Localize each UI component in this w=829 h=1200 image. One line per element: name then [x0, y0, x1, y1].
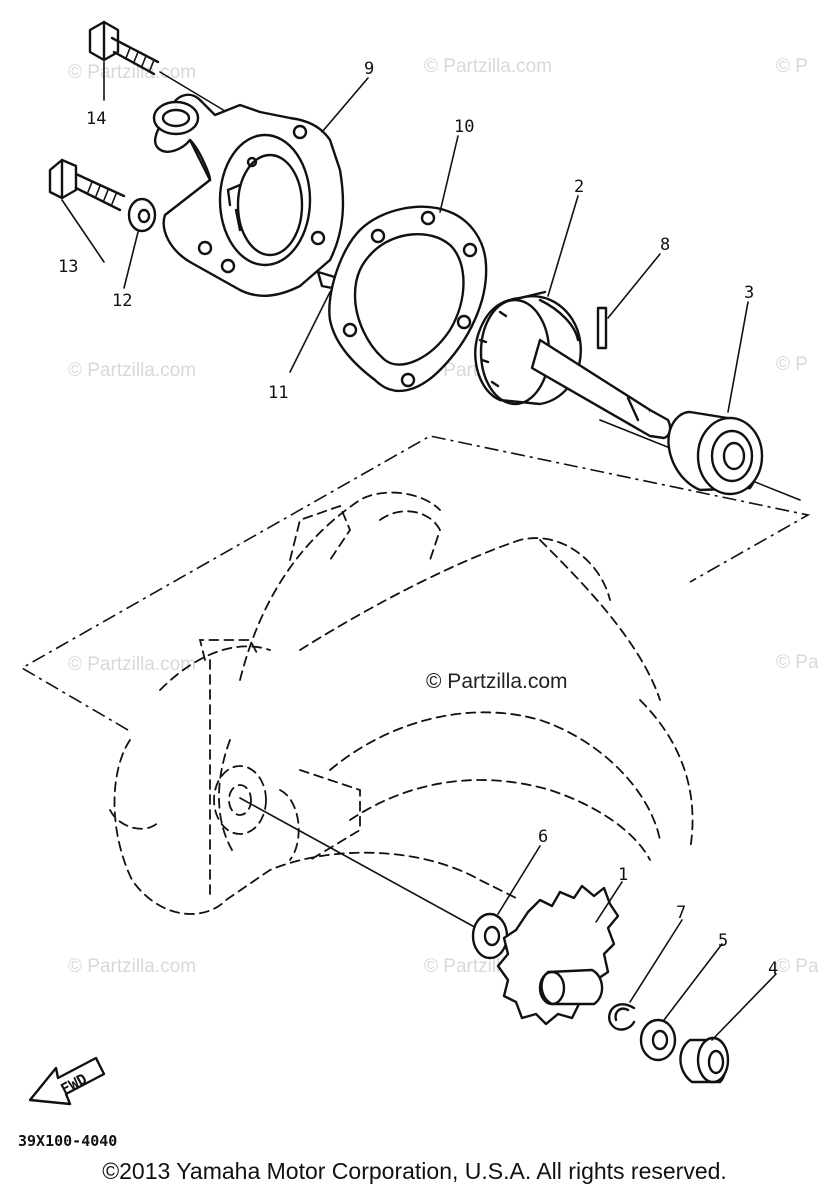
bolt-13 [48, 158, 126, 212]
watermark: © Partzilla.com [424, 56, 552, 77]
impeller-shaft-2 [474, 290, 672, 440]
part-label-4: 4 [768, 959, 778, 979]
part-label-9: 9 [364, 59, 374, 79]
fwd-arrow-icon: FWD [28, 1056, 106, 1106]
part-label-10: 10 [454, 117, 474, 137]
gear-1 [496, 884, 620, 1026]
collar-4 [679, 1036, 730, 1084]
copyright-notice: ©2013 Yamaha Motor Corporation, U.S.A. A… [102, 1158, 727, 1184]
watermark-center: © Partzilla.com [426, 670, 568, 693]
washer-5 [639, 1018, 677, 1062]
pin-8 [596, 306, 608, 350]
axis-line [239, 797, 481, 931]
watermark: © Partzilla.com [68, 654, 196, 675]
diagram-canvas: © Partzilla.com © Partzilla.com © P © Pa… [18, 20, 819, 1150]
watermark: © P [776, 354, 808, 375]
part-label-7: 7 [676, 903, 686, 923]
part-label-13: 13 [58, 257, 78, 277]
washer-12 [127, 197, 157, 233]
part-label-1: 1 [618, 865, 628, 885]
watermark: © Partzilla.com [68, 62, 196, 83]
gasket-10 [328, 205, 488, 393]
watermark: © P [776, 56, 808, 77]
diagram-code: 39X100-4040 [18, 1132, 117, 1150]
part-label-8: 8 [660, 235, 670, 255]
part-label-3: 3 [744, 283, 754, 303]
circlip-7 [608, 1003, 636, 1031]
part-label-6: 6 [538, 827, 548, 847]
watermark: © Pa [776, 956, 819, 977]
pump-housing-9 [152, 93, 345, 297]
leader-lines [61, 61, 777, 1041]
part-label-14: 14 [86, 109, 106, 129]
part-labels: 14 9 10 2 8 3 13 12 11 6 1 7 5 4 [58, 59, 778, 979]
assembly-plane-outline [20, 435, 811, 731]
watermark: © Partzilla.com [68, 956, 196, 977]
part-label-5: 5 [718, 931, 728, 951]
watermark: © Pa [776, 652, 819, 673]
part-label-2: 2 [574, 177, 584, 197]
crankcase-cover [109, 491, 694, 915]
washer-6 [471, 912, 509, 960]
part-label-11: 11 [268, 383, 288, 403]
watermark: © Partzilla.com [68, 360, 196, 381]
part-label-12: 12 [112, 291, 132, 311]
bearing-3 [667, 410, 764, 496]
